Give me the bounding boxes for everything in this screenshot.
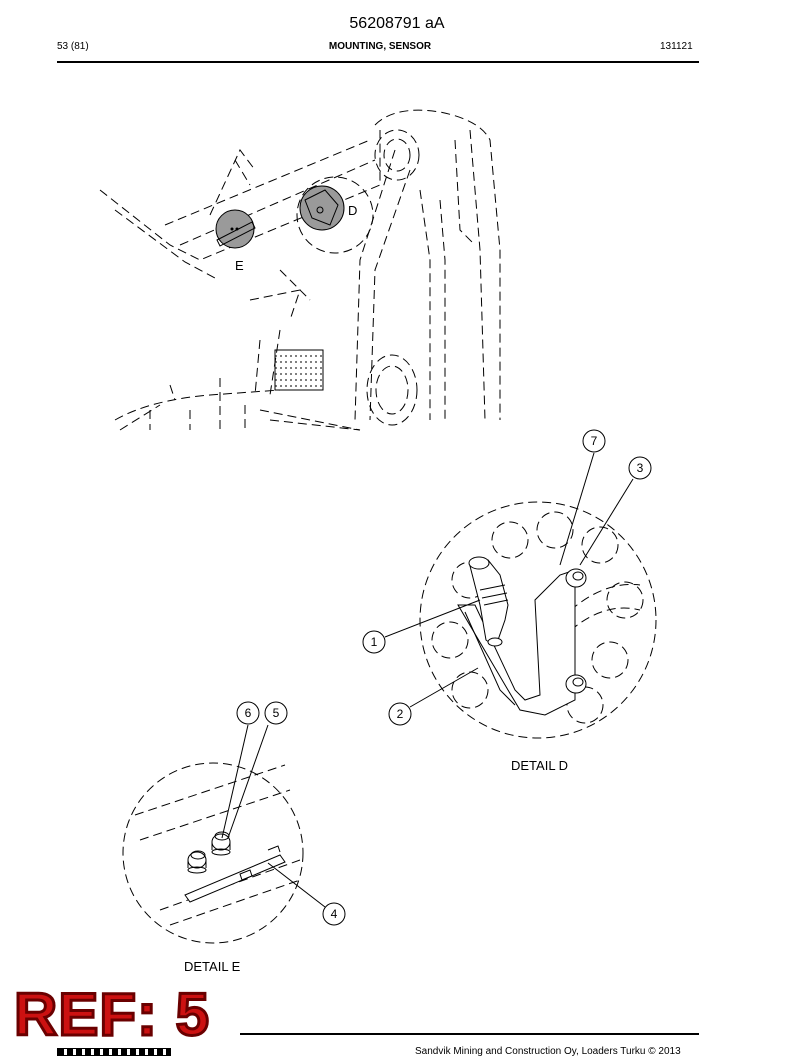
callout-1-label: 1: [371, 635, 378, 649]
page-count: 53 (81): [57, 41, 89, 52]
detail-d-drawing: [419, 501, 657, 739]
callout-2-label: 2: [397, 707, 404, 721]
footer-rule: [240, 1033, 699, 1035]
detail-e-callouts: 6 5 4: [221, 701, 346, 926]
section-title: MOUNTING, SENSOR: [328, 41, 432, 52]
callout-3: [628, 456, 652, 480]
document-number: 56208791 aA: [349, 15, 445, 32]
callout-4: [322, 902, 346, 926]
callout-5-label: 5: [273, 706, 280, 720]
detail-e-marker-label: E: [235, 258, 244, 273]
detail-e-bolt-upper: [211, 831, 231, 856]
ref-stamp: REF: 5: [12, 981, 211, 1048]
detail-e-caption: DETAIL E: [184, 959, 241, 974]
callout-7: [582, 429, 606, 453]
footer-copyright: Sandvik Mining and Construction Oy, Load…: [415, 1046, 681, 1057]
overview-drawing: D E: [99, 109, 501, 431]
radiator-grille: [274, 349, 324, 391]
detail-e-marker-circle: [215, 209, 256, 249]
callout-3-label: 3: [637, 461, 644, 475]
detail-d-marker-label: D: [348, 203, 357, 218]
callout-6: [236, 701, 260, 725]
header-rule: [57, 61, 699, 63]
detail-e-drawing: [122, 762, 304, 944]
callout-4-label: 4: [331, 907, 338, 921]
callout-6-label: 6: [245, 706, 252, 720]
callout-2: [388, 702, 412, 726]
callout-5: [264, 701, 288, 725]
callout-1: [362, 630, 386, 654]
date-code: 131121: [660, 41, 693, 52]
detail-e-bolt-lower: [187, 850, 207, 874]
logo-strip: [57, 1048, 171, 1056]
detail-d-caption: DETAIL D: [511, 758, 568, 773]
detail-d-marker-circle: [296, 176, 374, 254]
detail-d-callouts: 7 3 1 2: [362, 429, 652, 726]
callout-7-label: 7: [591, 434, 598, 448]
